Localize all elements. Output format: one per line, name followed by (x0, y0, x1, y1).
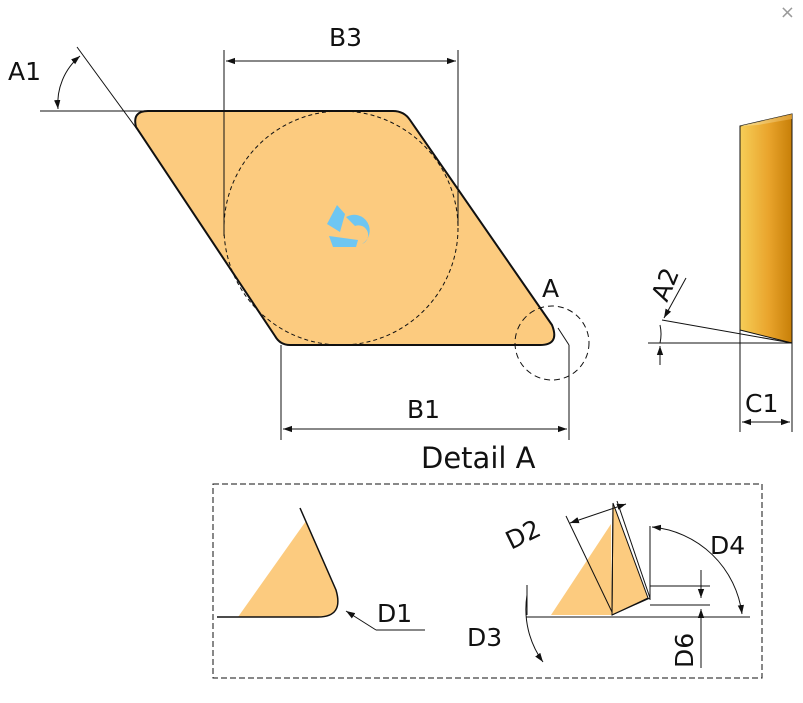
label-d4: D4 (710, 531, 745, 560)
dimension-b1: B1 (280, 327, 570, 440)
label-d2: D2 (501, 514, 545, 555)
label-d6: D6 (670, 633, 699, 668)
detail-a-title: Detail A (421, 441, 536, 475)
detail-chamfer: D2 D3 D4 D6 (467, 500, 750, 668)
detail-corner-radius: D1 (217, 507, 425, 631)
dimension-b3: B3 (223, 23, 459, 236)
label-a2: A2 (646, 264, 685, 305)
detail-a-marker (514, 305, 590, 381)
brand-logo-icon (327, 205, 370, 247)
label-a1: A1 (8, 57, 41, 86)
label-d1: D1 (377, 599, 412, 628)
side-view-face (739, 113, 793, 344)
detail-a-frame (212, 483, 763, 679)
insert-top-view (134, 110, 590, 381)
label-d3: D3 (467, 623, 502, 652)
rhombic-insert-body (134, 110, 556, 346)
insert-side-view: A2 C1 (646, 113, 793, 432)
label-b1: B1 (407, 395, 440, 424)
dimension-a1: A1 (8, 46, 148, 137)
label-b3: B3 (329, 23, 362, 52)
label-c1: C1 (745, 389, 778, 418)
label-a: A (542, 274, 559, 303)
close-icon[interactable]: × (779, 2, 795, 23)
